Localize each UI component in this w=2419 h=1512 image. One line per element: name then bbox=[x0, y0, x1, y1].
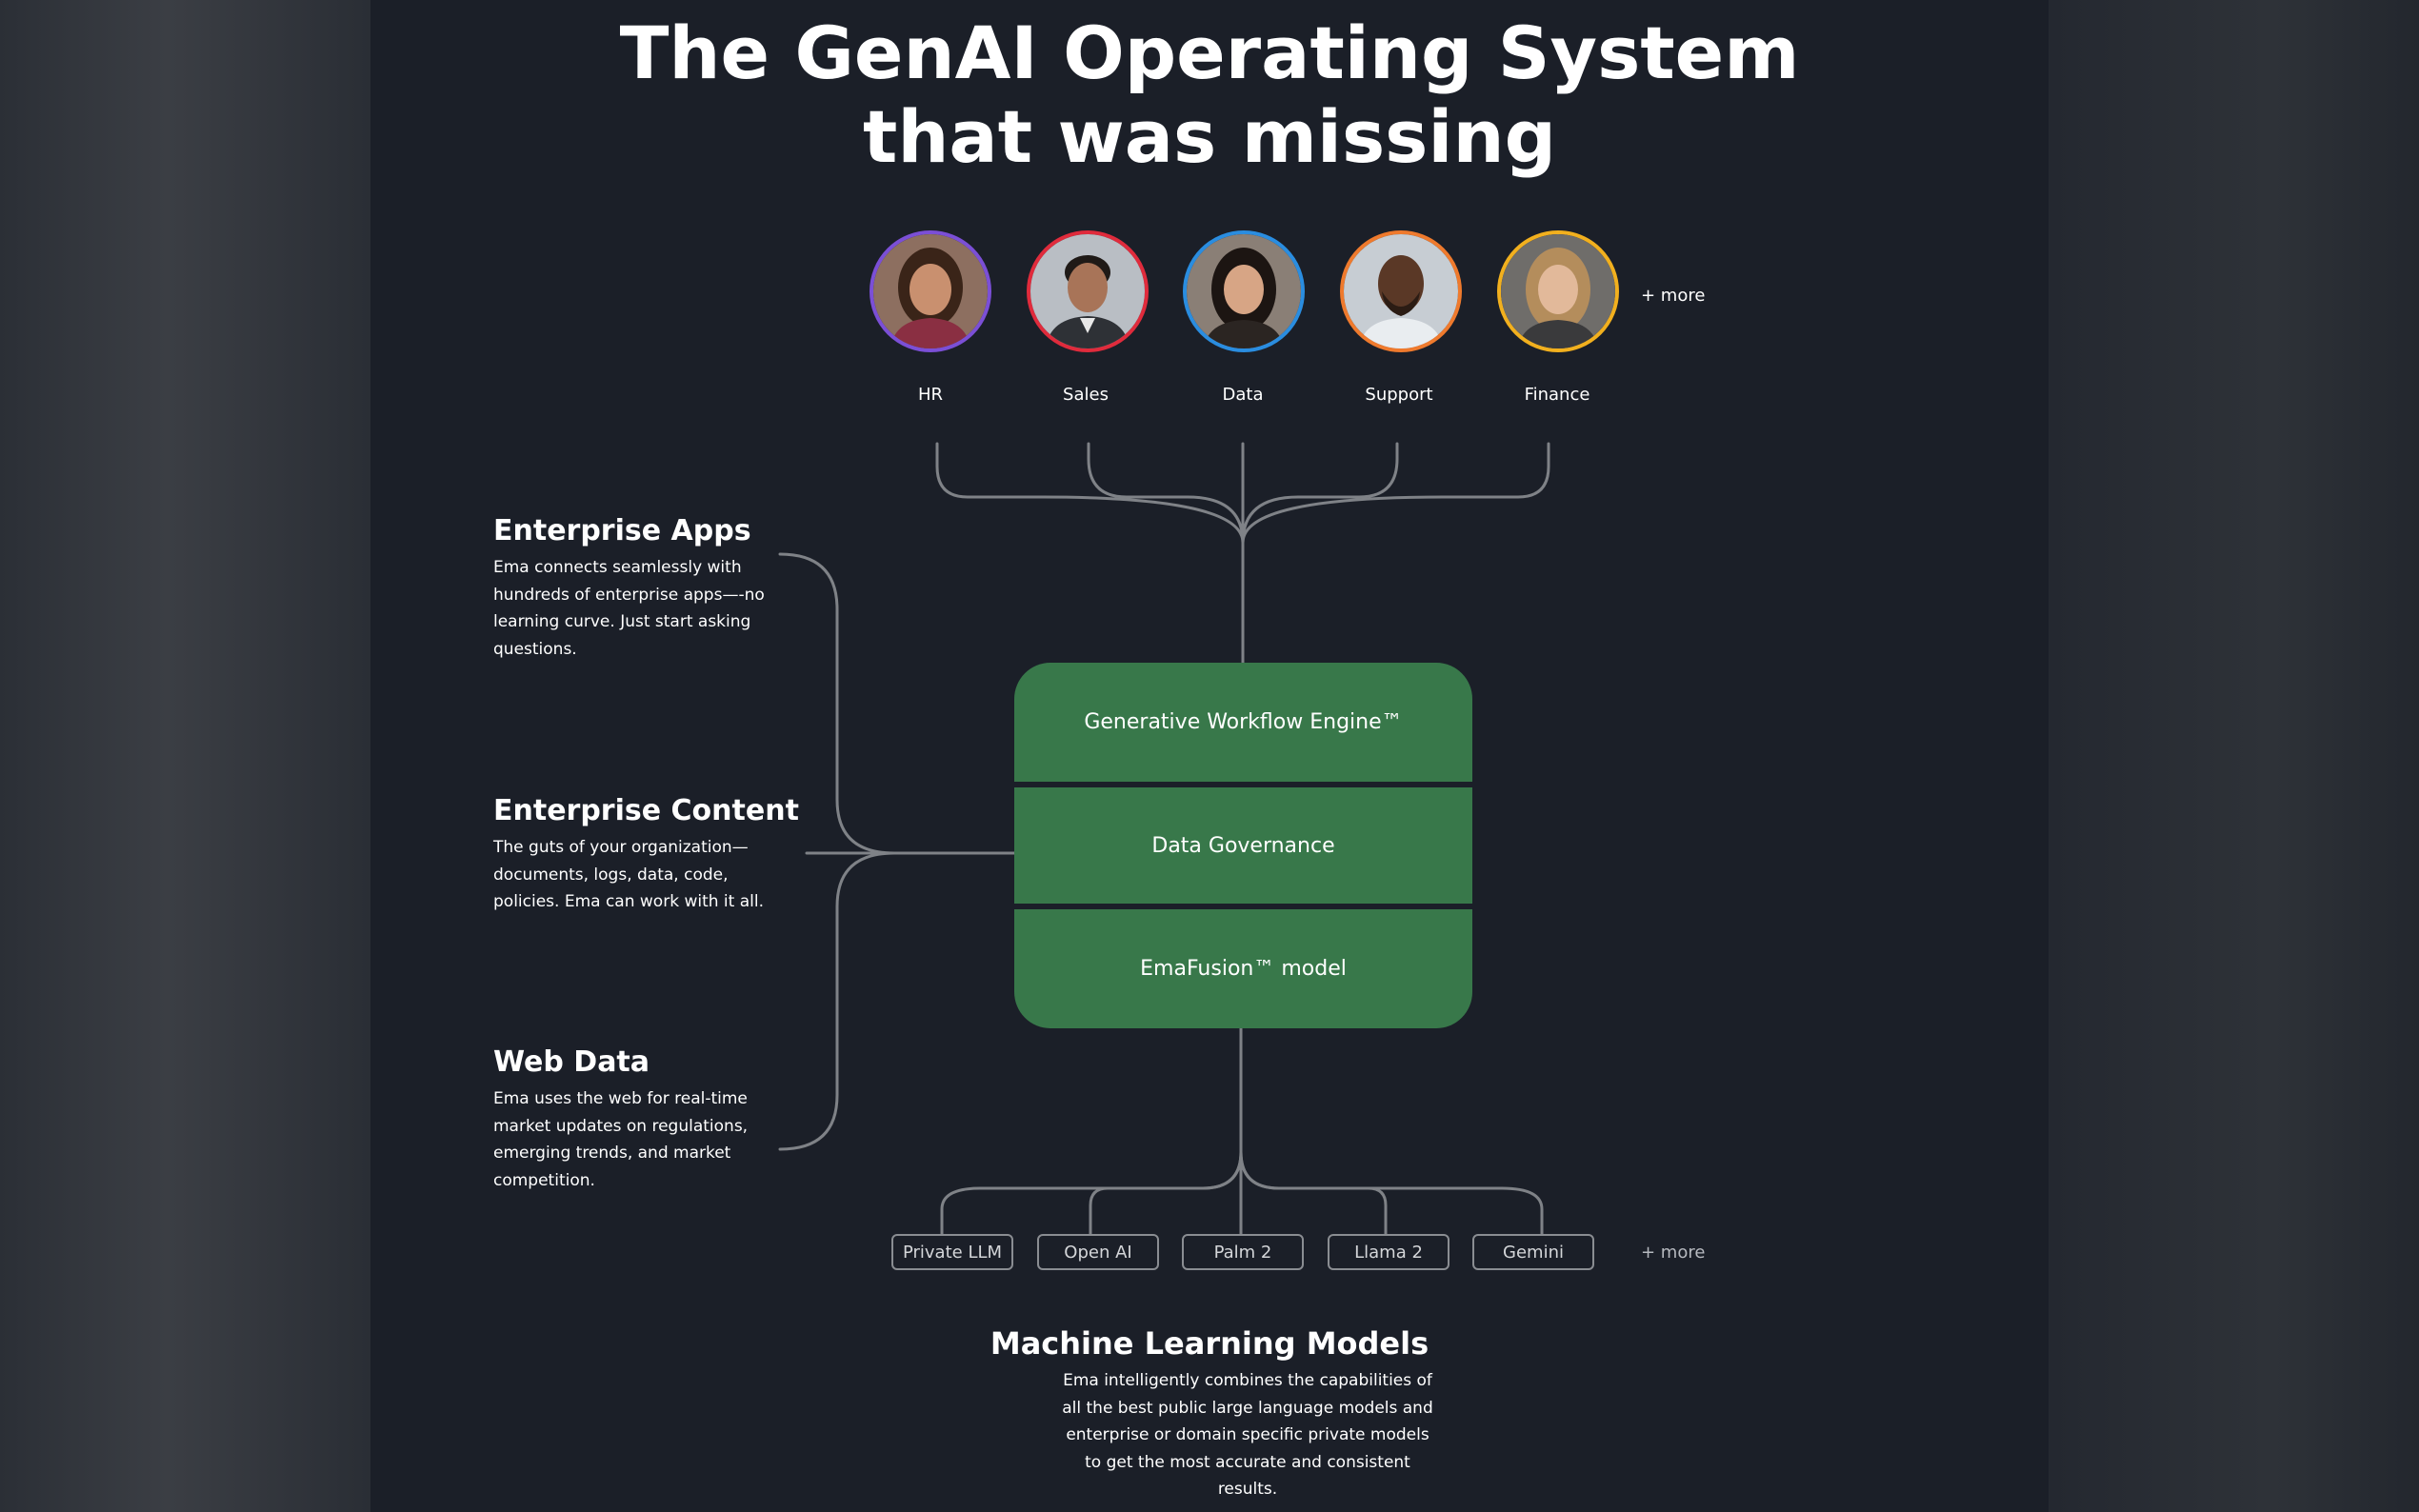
line-sales bbox=[1087, 442, 1245, 545]
line-web-data bbox=[778, 851, 896, 1151]
person-support-avatar-icon bbox=[1344, 234, 1458, 348]
person-finance-avatar-icon bbox=[1501, 234, 1615, 348]
model-chip-gemini[interactable]: Gemini bbox=[1472, 1234, 1594, 1270]
left-backdrop bbox=[0, 0, 370, 1512]
support-label: Support bbox=[1365, 385, 1433, 405]
right-backdrop bbox=[2049, 0, 2419, 1512]
line-llama-2 bbox=[1239, 1150, 1388, 1236]
hr-avatar[interactable] bbox=[870, 230, 991, 352]
model-chip-llama-2[interactable]: Llama 2 bbox=[1328, 1234, 1449, 1270]
sales-avatar[interactable] bbox=[1027, 230, 1149, 352]
web-data-desc: Ema uses the web for real-time market up… bbox=[493, 1089, 749, 1190]
ema-engine-stack: Generative Workflow Engine™ Data Governa… bbox=[1014, 663, 1472, 1028]
finance-label: Finance bbox=[1524, 385, 1590, 405]
generative-workflow-engine-layer[interactable]: Generative Workflow Engine™ bbox=[1014, 663, 1472, 782]
data-label: Data bbox=[1222, 385, 1264, 405]
support-avatar[interactable] bbox=[1340, 230, 1462, 352]
enterprise-apps-desc: Ema connects seamlessly with hundreds of… bbox=[493, 558, 765, 659]
line-support bbox=[1241, 442, 1399, 545]
model-chip-private-llm[interactable]: Private LLM bbox=[891, 1234, 1013, 1270]
sales-label: Sales bbox=[1063, 385, 1109, 405]
person-data-avatar-icon bbox=[1187, 234, 1301, 348]
finance-avatar[interactable] bbox=[1497, 230, 1619, 352]
models-more-link[interactable]: + more bbox=[1641, 1243, 1706, 1263]
data-avatar[interactable] bbox=[1183, 230, 1305, 352]
model-chip-open-ai[interactable]: Open AI bbox=[1037, 1234, 1159, 1270]
data-governance-layer[interactable]: Data Governance bbox=[1014, 787, 1472, 904]
person-hr-avatar-icon bbox=[873, 234, 988, 348]
line-finance bbox=[1241, 442, 1550, 545]
line-enterprise-apps bbox=[778, 552, 896, 855]
line-gemini bbox=[1239, 1150, 1544, 1236]
emafusion-model-layer[interactable]: EmaFusion™ model bbox=[1014, 909, 1472, 1028]
hr-label: HR bbox=[917, 385, 944, 405]
person-sales-avatar-icon bbox=[1030, 234, 1145, 348]
web-data-title: Web Data bbox=[493, 1045, 650, 1079]
ml-models-title: Machine Learning Models bbox=[990, 1325, 1429, 1362]
connector-lines bbox=[778, 442, 1550, 1236]
line-open-ai bbox=[1089, 1150, 1243, 1236]
enterprise-content-title: Enterprise Content bbox=[493, 794, 799, 827]
ml-models-desc: Ema intelligently combines the capabilit… bbox=[1062, 1371, 1433, 1499]
diagram-stage: The GenAI Operating System that was miss… bbox=[370, 0, 2049, 1512]
model-chip-palm-2[interactable]: Palm 2 bbox=[1182, 1234, 1304, 1270]
title-line-2: that was missing bbox=[863, 94, 1556, 179]
title-line-1: The GenAI Operating System bbox=[619, 10, 1800, 95]
agents-more-link[interactable]: + more bbox=[1641, 286, 1706, 306]
enterprise-content-desc: The guts of your organization—documents,… bbox=[493, 838, 764, 911]
line-hr bbox=[935, 442, 1245, 545]
page-title: The GenAI Operating System that was miss… bbox=[370, 11, 2049, 179]
enterprise-apps-title: Enterprise Apps bbox=[493, 514, 751, 547]
